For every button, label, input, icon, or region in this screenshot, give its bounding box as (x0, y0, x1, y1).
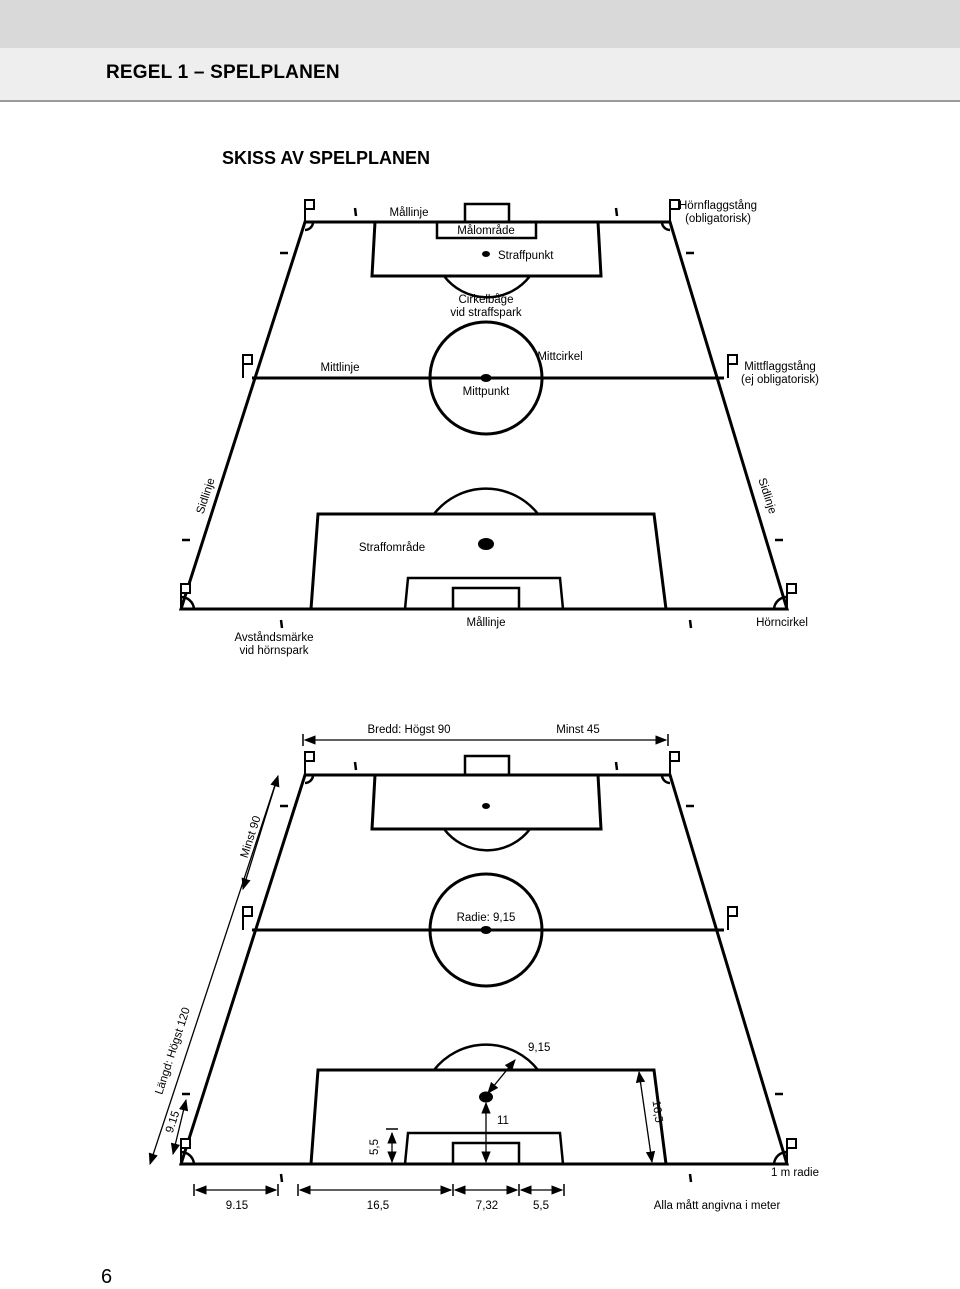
bottom-penalty-area (309, 1068, 668, 1165)
top-penalty-arc (443, 275, 531, 299)
top-corner-mark (614, 207, 619, 217)
label-penalty-area-depth: 16,5 (649, 1100, 664, 1124)
label-touch-line-right: Sidlinje (755, 477, 778, 516)
label-centre-circle: Mittcirkel (537, 351, 582, 363)
top-bottom-penalty-mark (478, 538, 494, 550)
bottom-corner-mark (688, 1173, 693, 1183)
bottom-field-outline (178, 773, 790, 1166)
bottom-centre-mark (480, 926, 492, 934)
bottom-flag-br-icon (786, 1138, 797, 1164)
bottom-corner-arc-tl (304, 774, 315, 785)
label-goal-area-depth: 5,5 (369, 1139, 381, 1155)
label-units-note: Alla mått angivna i meter (654, 1200, 781, 1212)
top-flag-bl-icon (180, 583, 191, 609)
bottom-field (178, 751, 797, 1183)
top-bottom-goal-area (403, 576, 565, 610)
dimension-arrows (148, 734, 669, 1196)
label-penalty-arc-radius: 9,15 (528, 1042, 550, 1054)
bottom-goal-box (463, 754, 511, 777)
label-dim-goal-area: 5,5 (533, 1200, 549, 1212)
top-centre-mark (480, 374, 492, 382)
label-goal-area: Målområde (457, 225, 515, 237)
label-radius: Radie: 9,15 (457, 912, 516, 924)
top-field (178, 199, 797, 629)
bottom-corner-mark (279, 1173, 284, 1183)
bottom-flag-ml-icon (242, 906, 253, 930)
label-penalty-area: Straffområde (359, 542, 425, 554)
label-width-max: Bredd: Högst 90 (367, 724, 450, 736)
label-penalty-arc-1: Cirkelbåge (459, 294, 514, 306)
top-bottom-penalty-area (309, 512, 668, 610)
top-flag-tr-icon (669, 199, 680, 222)
label-corner-mark-2: vid hörnspark (239, 645, 308, 657)
label-corner-flag-1: Hörnflaggstång (679, 200, 757, 212)
top-goal-box (463, 202, 511, 224)
label-corner-flag-2: (obligatorisk) (685, 213, 751, 225)
top-goal-area (435, 222, 538, 240)
label-halfway-line: Mittlinje (321, 362, 360, 374)
top-corner-arc-tl (304, 221, 315, 232)
top-flag-ml-icon (242, 354, 253, 378)
bottom-penalty-mark-top (482, 803, 490, 809)
bottom-penalty-arc-top (443, 828, 531, 852)
top-corner-arc-bl (180, 595, 196, 610)
label-goal-line-top: Mållinje (390, 207, 429, 219)
bottom-flag-tl-icon (304, 751, 315, 775)
label-halfway-flag-2: (ej obligatorisk) (741, 374, 819, 386)
bottom-flag-tr-icon (669, 751, 680, 775)
dim-corner-vertical-arrow (170, 1098, 189, 1156)
bottom-corner-arc-tr (660, 774, 671, 785)
bottom-penalty-mark (479, 1091, 493, 1103)
label-corner-arc: Hörncirkel (756, 617, 808, 629)
dim-length-max-arrow (148, 775, 279, 1166)
top-centre-circle (428, 320, 544, 436)
top-penalty-area (370, 221, 603, 278)
top-bottom-goal-box (451, 586, 521, 611)
label-width-min: Minst 45 (556, 724, 599, 736)
label-penalty-arc-2: vid straffspark (450, 307, 522, 319)
label-length-min: Minst 90 (239, 815, 264, 860)
bottom-penalty-arc (433, 1043, 539, 1071)
top-flag-tl-icon (304, 199, 315, 222)
label-dim-goal: 7,32 (476, 1200, 498, 1212)
bottom-penalty-area-top (370, 774, 603, 831)
top-corner-arc-br (772, 595, 788, 610)
top-bottom-penalty-arc (433, 487, 539, 515)
top-flag-mr-icon (727, 354, 738, 378)
bottom-centre-circle (428, 872, 544, 988)
top-penalty-mark (482, 251, 490, 257)
dim-penalty-arc-arrow (487, 1059, 516, 1094)
top-corner-arc-tr (660, 221, 671, 232)
top-corner-mark (353, 207, 358, 217)
label-dim-penalty: 16,5 (367, 1200, 389, 1212)
dim-penalty-depth-arrow (635, 1070, 656, 1164)
label-penalty-mark: Straffpunkt (498, 250, 554, 262)
label-corner-mark-1: Avståndsmärke (234, 632, 313, 644)
label-penalty-mark-distance: 11 (497, 1115, 509, 1127)
top-corner-mark (688, 619, 693, 629)
bottom-corner-arc-br (772, 1150, 788, 1165)
section-title: SKISS AV SPELPLANEN (222, 148, 431, 168)
bottom-corner-mark (353, 761, 358, 771)
label-corner-radius: 1 m radie (771, 1167, 819, 1179)
bottom-flag-mr-icon (727, 906, 738, 930)
bottom-goal-area (403, 1131, 565, 1165)
label-halfway-flag-1: Mittflaggstång (744, 361, 816, 373)
label-dim-corner: 9.15 (226, 1200, 248, 1212)
top-flag-br-icon (786, 583, 797, 609)
top-field-outline (178, 220, 790, 611)
header-title-band (0, 48, 960, 102)
label-centre-mark: Mittpunkt (463, 386, 510, 398)
header-band (0, 0, 960, 48)
label-goal-line-bottom: Mållinje (467, 617, 506, 629)
chapter-title: REGEL 1 – SPELPLANEN (106, 62, 340, 83)
top-corner-mark (279, 619, 284, 629)
bottom-corner-mark (614, 761, 619, 771)
page-number: 6 (101, 1266, 113, 1288)
